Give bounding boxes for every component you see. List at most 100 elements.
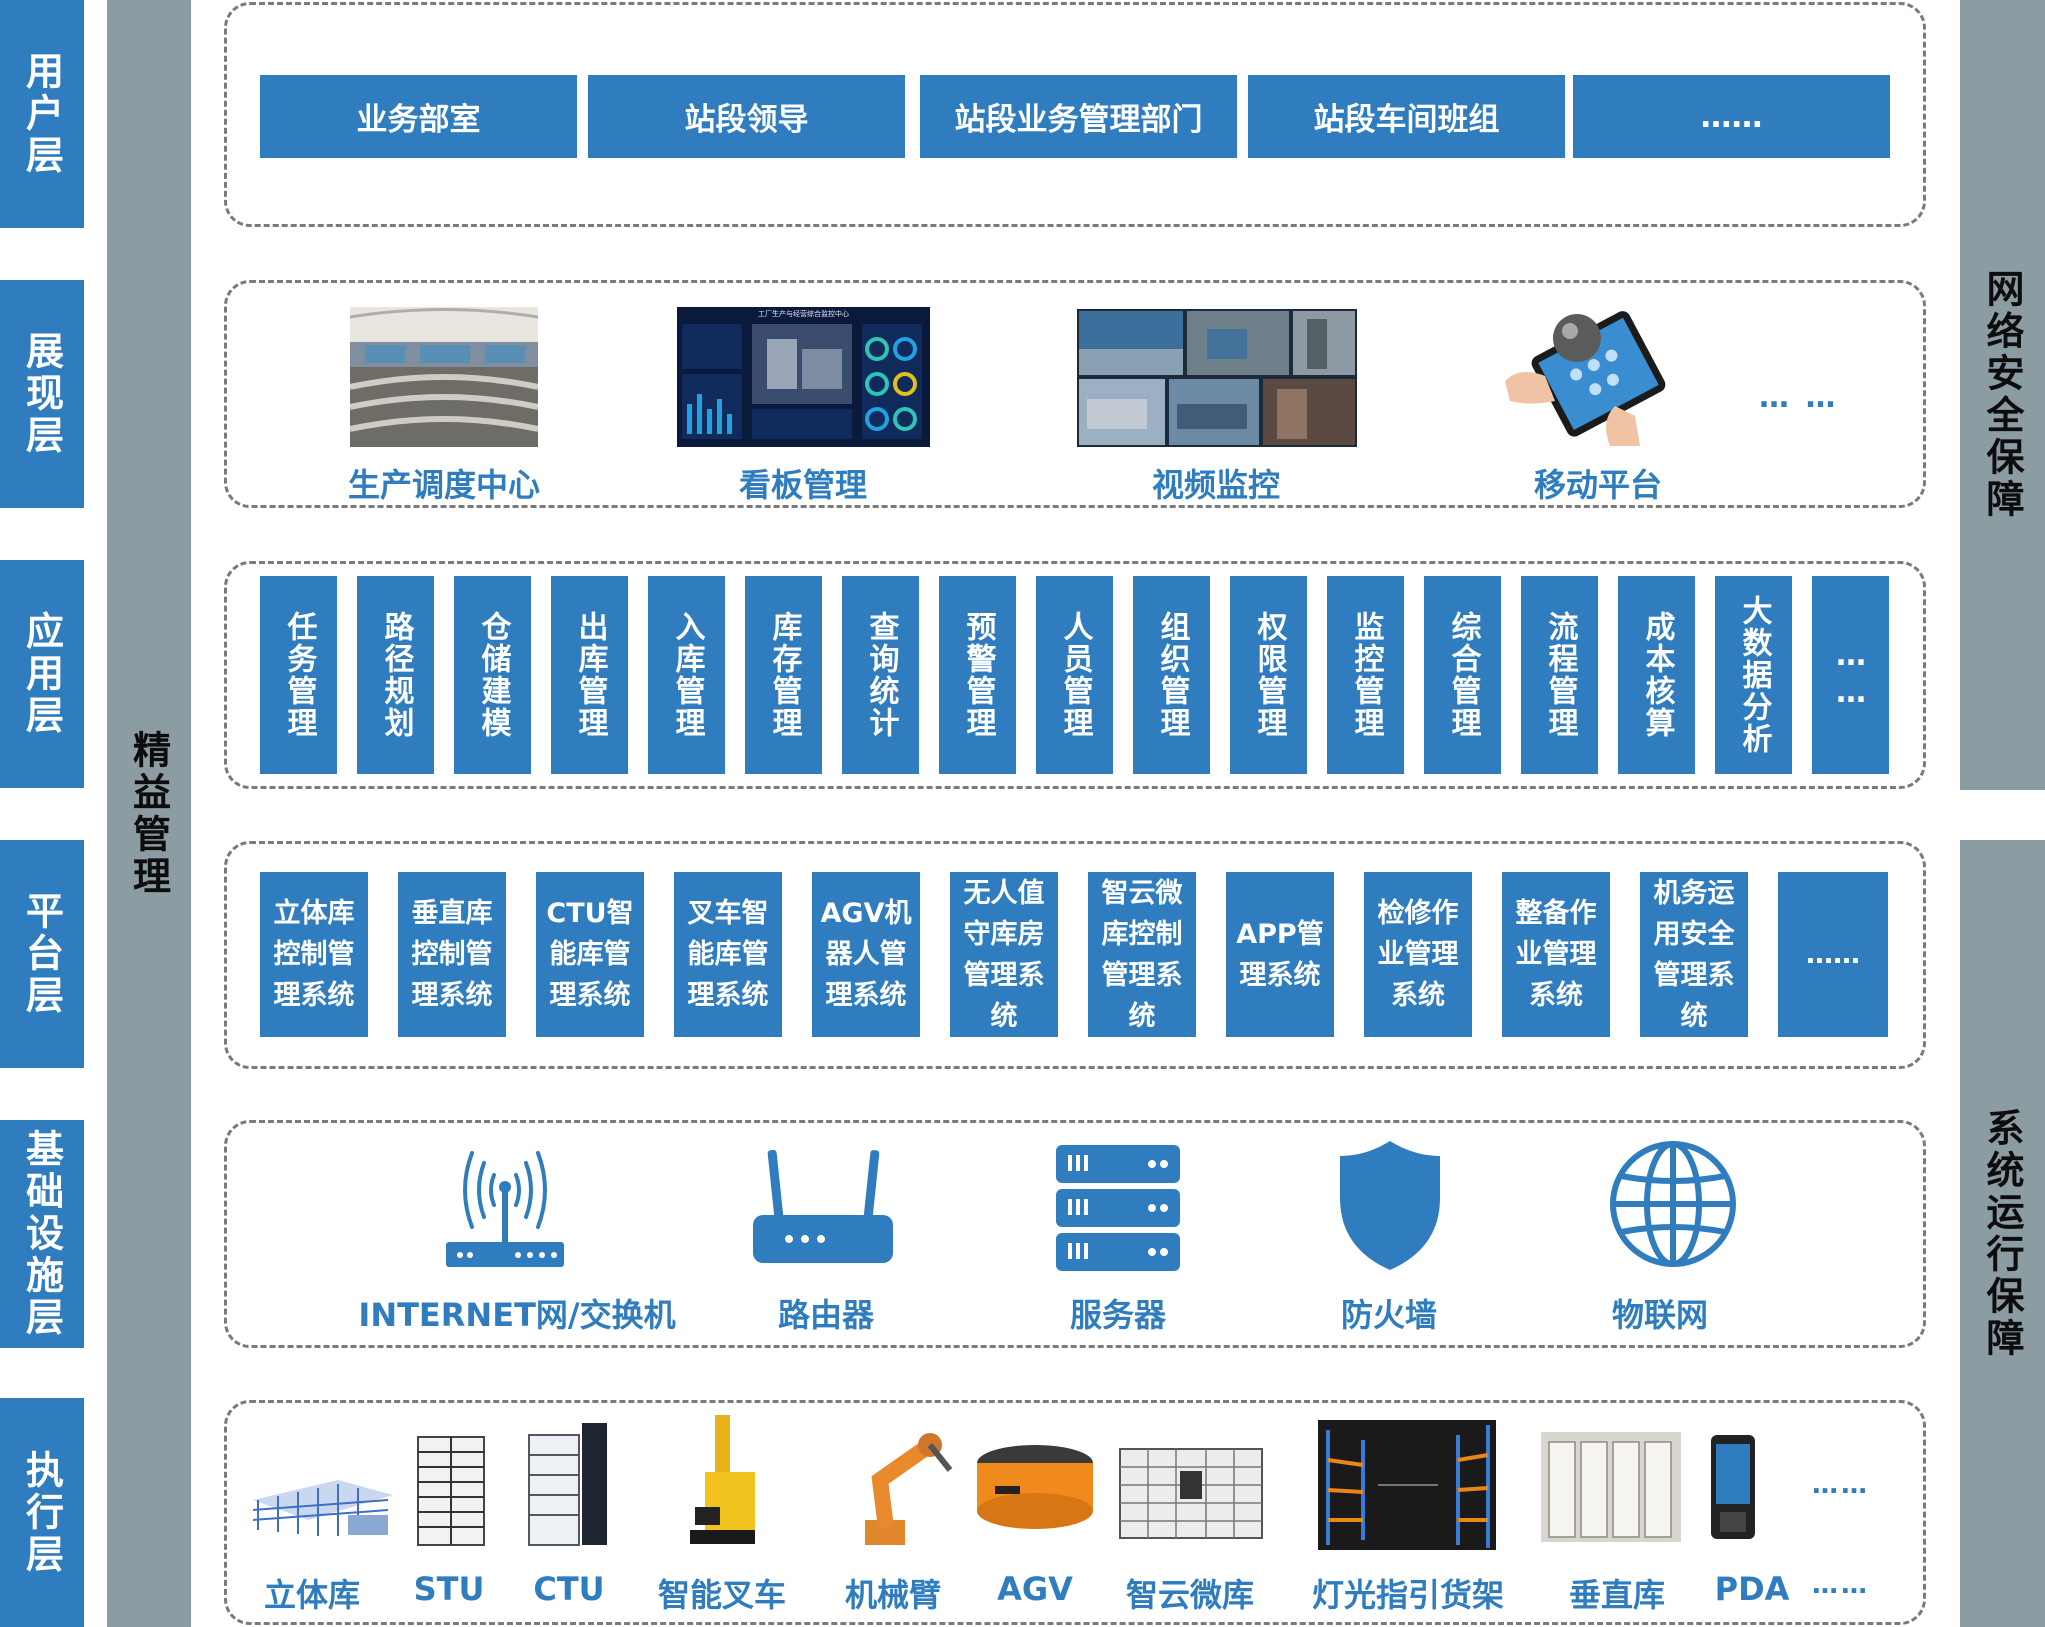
user-item: 站段车间班组 [1248, 75, 1565, 158]
platform-system: 机务运用安全管理系统 [1640, 872, 1748, 1037]
platform-system: APP管理系统 [1226, 872, 1334, 1037]
execution-caption: STU [413, 1570, 485, 1608]
layer-label: 展现层 [19, 331, 64, 457]
app-module-label: …… [1833, 638, 1869, 712]
app-module: 预警管理 [939, 576, 1016, 774]
platform-system: 垂直库控制管理系统 [398, 872, 506, 1037]
smart-cloud-cabinet-image [1119, 1448, 1263, 1539]
platform-system: 整备作业管理系统 [1502, 872, 1610, 1037]
globe-icon [1610, 1141, 1736, 1267]
app-module-label: 成本核算 [1639, 611, 1675, 739]
user-item-more: …… [1573, 75, 1890, 158]
layer-label: 平台层 [19, 891, 64, 1017]
control-center-icon [349, 307, 539, 447]
platform-system: 智云微库控制管理系统 [1088, 872, 1196, 1037]
app-module-label: 入库管理 [669, 611, 705, 739]
app-module: 综合管理 [1424, 576, 1501, 774]
wifi-router-icon [446, 1151, 564, 1267]
layer-label: 应用层 [19, 611, 64, 737]
ctu-image [528, 1423, 607, 1546]
server-icon [1056, 1145, 1180, 1271]
execution-more-top: …… [1812, 1470, 1870, 1500]
layer-label: 执行层 [19, 1449, 64, 1576]
app-module: 库存管理 [745, 576, 822, 774]
display-caption: 看板管理 [738, 466, 868, 504]
execution-caption: 垂直库 [1568, 1576, 1666, 1614]
platform-system: 立体库控制管理系统 [260, 872, 368, 1037]
layer-tab-application: 应用层 [0, 560, 84, 788]
app-module: 出库管理 [551, 576, 628, 774]
smart-forklift-image [690, 1415, 755, 1544]
stu-image [417, 1436, 485, 1546]
platform-system: CTU智能库管理系统 [536, 872, 644, 1037]
app-module-label: 库存管理 [766, 611, 802, 739]
app-module-label: 大数据分析 [1736, 595, 1772, 755]
app-module: 仓储建模 [454, 576, 531, 774]
infra-caption: INTERNET网/交换机 [358, 1296, 676, 1334]
dashboard-title: 工厂生产与经营综合监控中心 [758, 310, 849, 318]
video-grid-icon [1079, 311, 1355, 445]
execution-caption: 智云微库 [1125, 1576, 1255, 1614]
infra-caption: 路由器 [777, 1296, 875, 1334]
app-module-label: 预警管理 [960, 611, 996, 739]
app-module-label: 出库管理 [572, 611, 608, 739]
execution-caption: AGV [997, 1570, 1073, 1608]
application-layer-container [224, 561, 1926, 789]
app-module-label: 流程管理 [1542, 611, 1578, 739]
app-module: 监控管理 [1327, 576, 1404, 774]
display-caption: 移动平台 [1533, 466, 1663, 504]
app-module: 权限管理 [1230, 576, 1307, 774]
app-module: 组织管理 [1133, 576, 1210, 774]
infrastructure-layer-container [224, 1120, 1926, 1348]
platform-system-more: …… [1778, 872, 1888, 1037]
app-module-label: 路径规划 [378, 611, 414, 739]
execution-caption: 立体库 [263, 1576, 361, 1614]
platform-system: 无人值守库房管理系统 [950, 872, 1058, 1037]
robot-arm-image [865, 1433, 953, 1545]
control-center-image [349, 307, 539, 447]
shield-icon [1340, 1141, 1440, 1270]
execution-caption: 灯光指引货架 [1311, 1576, 1505, 1614]
app-module-label: 组织管理 [1154, 611, 1190, 739]
platform-system: 检修作业管理系统 [1364, 872, 1472, 1037]
network-security-label: 网络安全保障 [1980, 269, 2024, 521]
execution-caption: 智能叉车 [657, 1576, 787, 1614]
network-security-bar: 网络安全保障 [1960, 0, 2045, 790]
layer-label: 用户层 [19, 51, 64, 177]
lean-management-label: 精益管理 [126, 729, 171, 898]
system-operation-bar: 系统运行保障 [1960, 840, 2045, 1627]
platform-system: AGV机器人管理系统 [812, 872, 920, 1037]
app-module: 流程管理 [1521, 576, 1598, 774]
layer-tab-display: 展现层 [0, 280, 84, 508]
system-operation-label: 系统运行保障 [1980, 1107, 2024, 1360]
pda-device-image [1711, 1435, 1755, 1539]
user-layer-container [224, 2, 1926, 227]
display-more: … … [1759, 380, 1839, 415]
app-module-label: 权限管理 [1251, 611, 1287, 739]
user-item: 站段领导 [588, 75, 905, 158]
video-monitoring-image [1077, 309, 1357, 447]
execution-caption: 机械臂 [844, 1576, 942, 1614]
dashboard-image: 工厂生产与经营综合监控中心 [677, 307, 930, 447]
infra-caption: 服务器 [1069, 1296, 1167, 1334]
user-item: 业务部室 [260, 75, 577, 158]
platform-system: 叉车智能库管理系统 [674, 872, 782, 1037]
tablet-icon [1505, 311, 1666, 446]
display-caption: 生产调度中心 [347, 466, 541, 504]
app-module-label: 任务管理 [281, 611, 317, 739]
layer-tab-infrastructure: 基础设施层 [0, 1120, 84, 1348]
user-item: 站段业务管理部门 [920, 75, 1237, 158]
app-module-more: …… [1812, 576, 1889, 774]
display-layer-container [224, 280, 1926, 508]
agv-image [977, 1445, 1093, 1529]
vertical-warehouse-image [1541, 1432, 1681, 1542]
app-module-label: 仓储建模 [475, 611, 511, 739]
light-guided-shelf-image [1318, 1420, 1496, 1550]
mobile-platform-image [1500, 306, 1680, 451]
infra-caption: 物联网 [1611, 1296, 1709, 1334]
app-module: 大数据分析 [1715, 576, 1792, 774]
app-module: 任务管理 [260, 576, 337, 774]
platform-layer-container [224, 841, 1926, 1069]
dashboard-icon [682, 324, 922, 439]
layer-tab-execution: 执行层 [0, 1398, 84, 1627]
